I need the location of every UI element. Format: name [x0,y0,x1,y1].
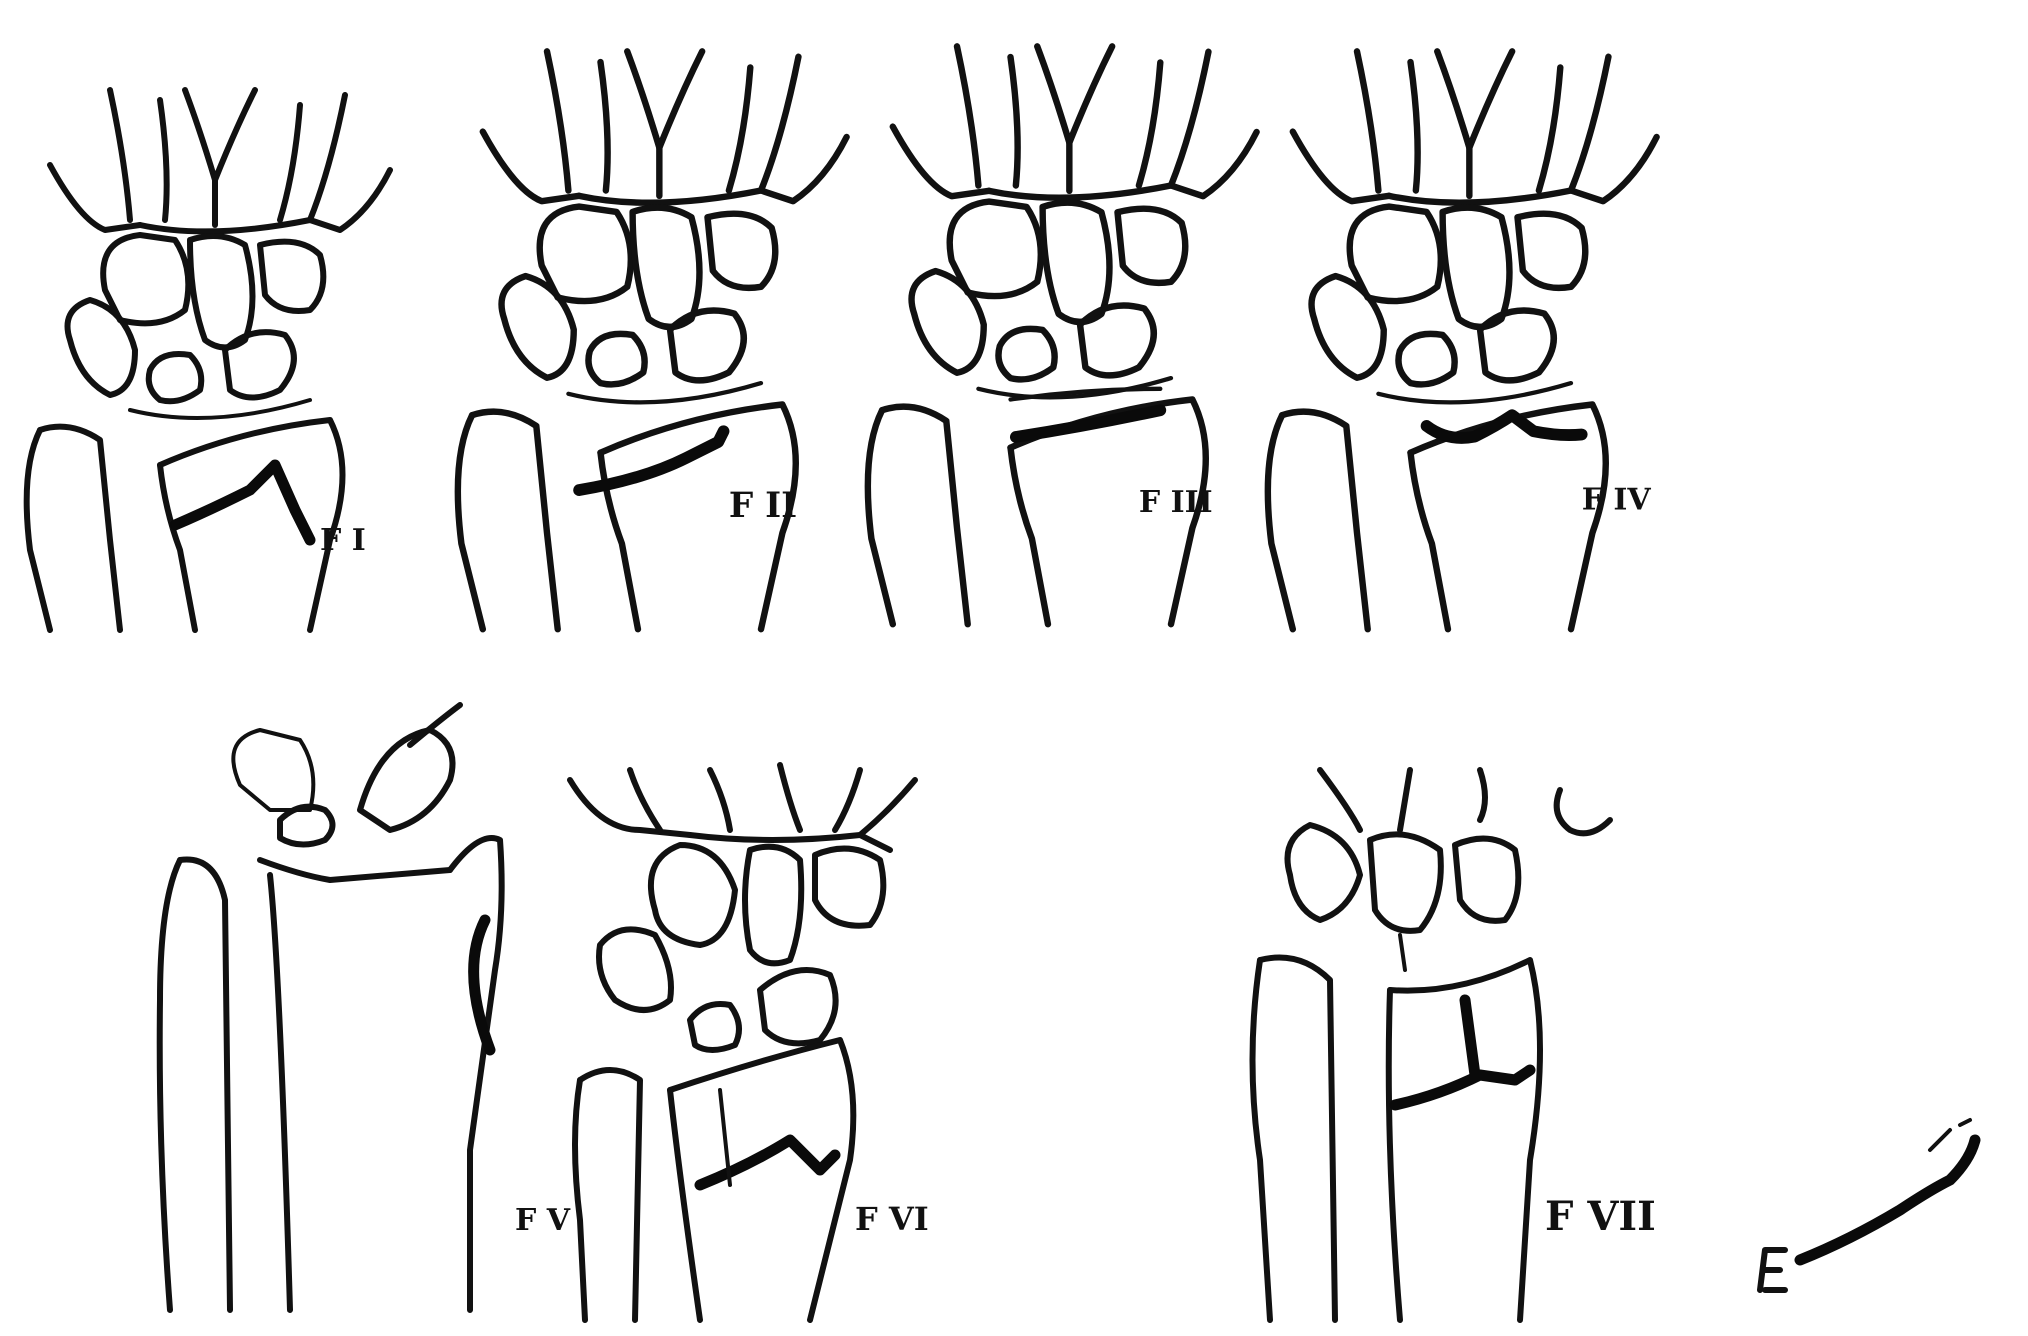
panel-label: F VI [855,1200,929,1238]
panel-label: F V [515,1203,571,1238]
panel-f-iv: F IV [1268,51,1657,629]
panel-label: F II [729,486,797,526]
panel-label: F VII [1545,1193,1656,1240]
panel-f-iii: F III [868,46,1257,624]
artist-signature [1760,1120,1975,1290]
panel-f-i: F I [27,90,390,630]
panel-f-vi: F VI [570,765,929,1320]
panel-f-ii: F II [458,51,847,629]
panel-f-vii: F VII [1253,770,1656,1320]
panel-label: F I [320,523,366,558]
panel-f-v: F V [160,705,571,1310]
panel-label: F IV [1582,482,1652,517]
panel-label: F III [1139,485,1213,520]
